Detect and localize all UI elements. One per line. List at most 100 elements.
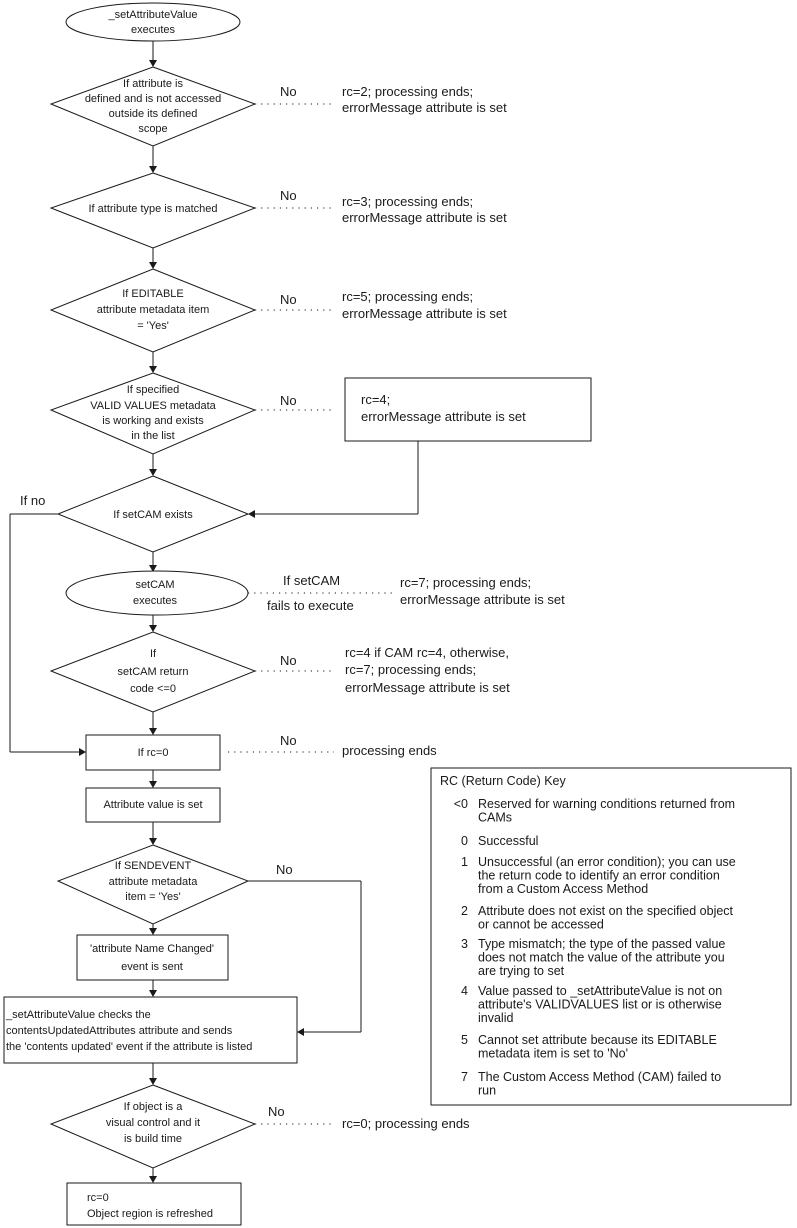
svg-text:setCAM: setCAM: [135, 579, 174, 591]
outcome-rc5: rc=5; processing ends; errorMessage attr…: [342, 289, 507, 321]
svg-text:in the list: in the list: [131, 430, 174, 442]
svg-text:errorMessage attribute is set: errorMessage attribute is set: [400, 592, 565, 607]
attribute-set-box: Attribute value is set: [85, 787, 221, 823]
setcam-executes: setCAM executes: [65, 570, 249, 616]
rc-key-description: attribute's VALIDVALUES list or is other…: [478, 998, 722, 1012]
rc-key-description: metadata item is set to 'No': [478, 1047, 628, 1061]
svg-text:VALID VALUES metadata: VALID VALUES metadata: [90, 400, 216, 412]
svg-text:If EDITABLE: If EDITABLE: [122, 288, 184, 300]
svg-text:the 'contents updated' event i: the 'contents updated' event if the attr…: [6, 1041, 252, 1053]
rc-key-code: <0: [454, 797, 468, 811]
rc-key-items: <0 Reserved for warning conditions return…: [454, 797, 736, 1098]
rc-key-description: CAMs: [478, 811, 512, 825]
rc-key-description: Reserved for warning conditions returned…: [478, 797, 735, 811]
if-no-label: If no: [20, 493, 45, 508]
outcome-rc7: rc=7; processing ends; errorMessage attr…: [400, 575, 565, 607]
svg-text:rc=4;: rc=4;: [361, 392, 390, 407]
svg-text:errorMessage attribute is set: errorMessage attribute is set: [342, 100, 507, 115]
svg-text:errorMessage attribute is set: errorMessage attribute is set: [342, 306, 507, 321]
svg-text:If attribute is: If attribute is: [123, 78, 183, 90]
outcome-rc2: rc=2; processing ends; errorMessage attr…: [342, 84, 507, 115]
rc-key-description: Successful: [478, 834, 538, 848]
decision-defined-scope: If attribute is defined and is not acces…: [49, 66, 257, 147]
svg-text:is build time: is build time: [124, 1133, 182, 1145]
rc-key: RC (Return Code) Key <0 Reserved for warn…: [430, 767, 792, 1106]
setcam-fail-label: If setCAM fails to execute: [267, 573, 354, 613]
svg-text:rc=2; processing ends;: rc=2; processing ends;: [342, 84, 473, 99]
final-box: rc=0 Object region is refreshed: [66, 1182, 242, 1226]
svg-text:If setCAM: If setCAM: [283, 573, 340, 588]
svg-text:executes: executes: [133, 595, 178, 607]
no-label: No: [280, 393, 297, 408]
svg-text:code <=0: code <=0: [130, 683, 176, 695]
svg-text:event is sent: event is sent: [121, 961, 183, 973]
svg-text:item = 'Yes': item = 'Yes': [125, 891, 180, 903]
no-label: No: [268, 1104, 285, 1119]
svg-text:If attribute type is matched: If attribute type is matched: [88, 203, 217, 215]
rc-key-description: run: [478, 1084, 496, 1098]
svg-text:_setAttributeValue checks the: _setAttributeValue checks the: [5, 1009, 151, 1021]
outcome-rc0-ends: rc=0; processing ends: [342, 1116, 470, 1131]
svg-text:rc=7; processing ends;: rc=7; processing ends;: [400, 575, 531, 590]
decision-sendevent: If SENDEVENT attribute metadata item = '…: [56, 844, 250, 925]
svg-text:outside its defined: outside its defined: [109, 108, 198, 120]
decision-visual-control: If object is a visual control and it is …: [49, 1084, 257, 1169]
no-label: No: [280, 188, 297, 203]
decision-valid-values: If specified VALID VALUES metadata is wo…: [49, 372, 257, 455]
outcome-rc3: rc=3; processing ends; errorMessage attr…: [342, 194, 507, 225]
outcome-rc4-cam: rc=4 if CAM rc=4, otherwise, rc=7; proce…: [345, 645, 510, 695]
decision-setcam-rc: If setCAM return code <=0: [49, 631, 257, 713]
svg-text:rc=5; processing ends;: rc=5; processing ends;: [342, 289, 473, 304]
start-terminator: _setAttributeValue executes: [65, 2, 241, 42]
contents-updated-box: _setAttributeValue checks the contentsUp…: [3, 996, 298, 1064]
rc-key-description: Value passed to _setAttributeValue is no…: [478, 984, 722, 998]
rc-key-code: 2: [461, 904, 468, 918]
svg-text:If SENDEVENT: If SENDEVENT: [115, 860, 192, 872]
svg-text:attribute metadata item: attribute metadata item: [97, 304, 210, 316]
svg-text:If: If: [150, 648, 157, 660]
arrowheads: [79, 60, 304, 1183]
svg-text:executes: executes: [131, 24, 176, 36]
svg-text:visual control and it: visual control and it: [106, 1117, 200, 1129]
rc-key-description: Unsuccessful (an error condition); you c…: [478, 855, 736, 869]
no-label: No: [280, 733, 297, 748]
svg-text:If setCAM exists: If setCAM exists: [113, 509, 193, 521]
decision-setcam-exists: If setCAM exists: [56, 475, 250, 553]
svg-text:rc=0: rc=0: [87, 1192, 109, 1204]
rc-key-description: Cannot set attribute because its EDITABL…: [478, 1033, 717, 1047]
no-label: No: [280, 292, 297, 307]
svg-text:contentsUpdatedAttributes attr: contentsUpdatedAttributes attribute and …: [6, 1025, 233, 1037]
rc-key-description: Type mismatch; the type of the passed va…: [478, 937, 725, 951]
rc-key-code: 1: [461, 855, 468, 869]
connectors: [9, 41, 419, 1176]
svg-text:is working and exists: is working and exists: [102, 415, 204, 427]
rc-key-code: 3: [461, 937, 468, 951]
svg-text:If object is a: If object is a: [124, 1101, 184, 1113]
svg-text:errorMessage attribute is set: errorMessage attribute is set: [342, 210, 507, 225]
rc-key-description: are trying to set: [478, 964, 565, 978]
rc-key-code: 5: [461, 1033, 468, 1047]
svg-text:If specified: If specified: [127, 384, 180, 396]
rc-key-description: or cannot be accessed: [478, 918, 604, 932]
svg-text:rc=7; processing ends;: rc=7; processing ends;: [345, 662, 476, 677]
no-label: No: [280, 84, 297, 99]
svg-text:fails to execute: fails to execute: [267, 598, 354, 613]
rc-key-title: RC (Return Code) Key: [440, 774, 566, 788]
svg-text:'attribute Name Changed': 'attribute Name Changed': [90, 943, 214, 955]
outcome-processing-ends: processing ends: [342, 743, 437, 758]
rc-key-code: 7: [461, 1070, 468, 1084]
rc4-box: rc=4; errorMessage attribute is set: [344, 377, 592, 442]
svg-text:attribute metadata: attribute metadata: [109, 876, 199, 888]
svg-text:= 'Yes': = 'Yes': [137, 320, 169, 332]
if-rc0-box: If rc=0: [85, 734, 221, 771]
rc-key-code: 0: [461, 834, 468, 848]
rc-key-description: from a Custom Access Method: [478, 882, 648, 896]
no-leaders: [228, 103, 392, 1125]
svg-text:errorMessage attribute is set: errorMessage attribute is set: [345, 680, 510, 695]
svg-text:defined and is not accessed: defined and is not accessed: [85, 93, 221, 105]
decision-type-matched: If attribute type is matched: [49, 172, 257, 249]
svg-text:setCAM return: setCAM return: [118, 666, 189, 678]
rc-key-description: invalid: [478, 1011, 513, 1025]
svg-text:rc=3; processing ends;: rc=3; processing ends;: [342, 194, 473, 209]
